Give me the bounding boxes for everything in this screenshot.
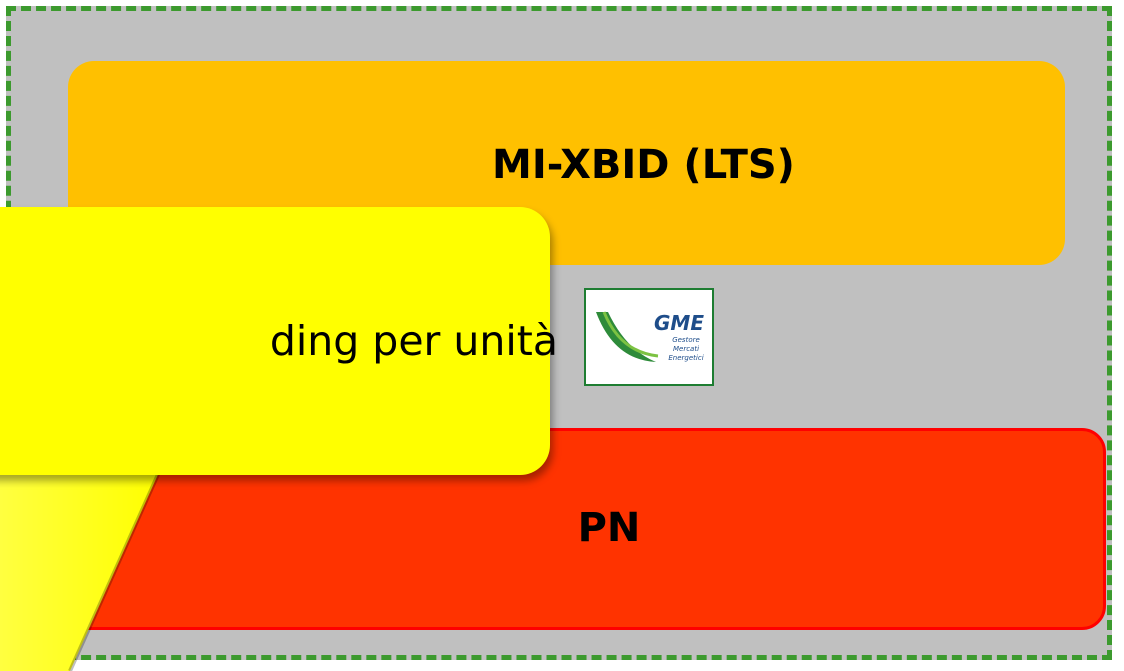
- gme-logo-sub-2: Mercati: [673, 345, 699, 353]
- gme-logo-sub-1: Gestore: [672, 336, 700, 344]
- callout-text: ding per unità: [269, 317, 558, 365]
- pn-label: PN: [577, 505, 641, 551]
- gme-logo-text: GME: [654, 311, 704, 335]
- gme-logo: GME Gestore Mercati Energetici: [584, 288, 714, 386]
- mi-xbid-label: MI-XBID (LTS): [492, 142, 795, 188]
- callout-bubble: ding per unità: [0, 207, 558, 475]
- pn-box: PN: [24, 428, 1106, 630]
- gme-logo-sub-3: Energetici: [668, 354, 703, 362]
